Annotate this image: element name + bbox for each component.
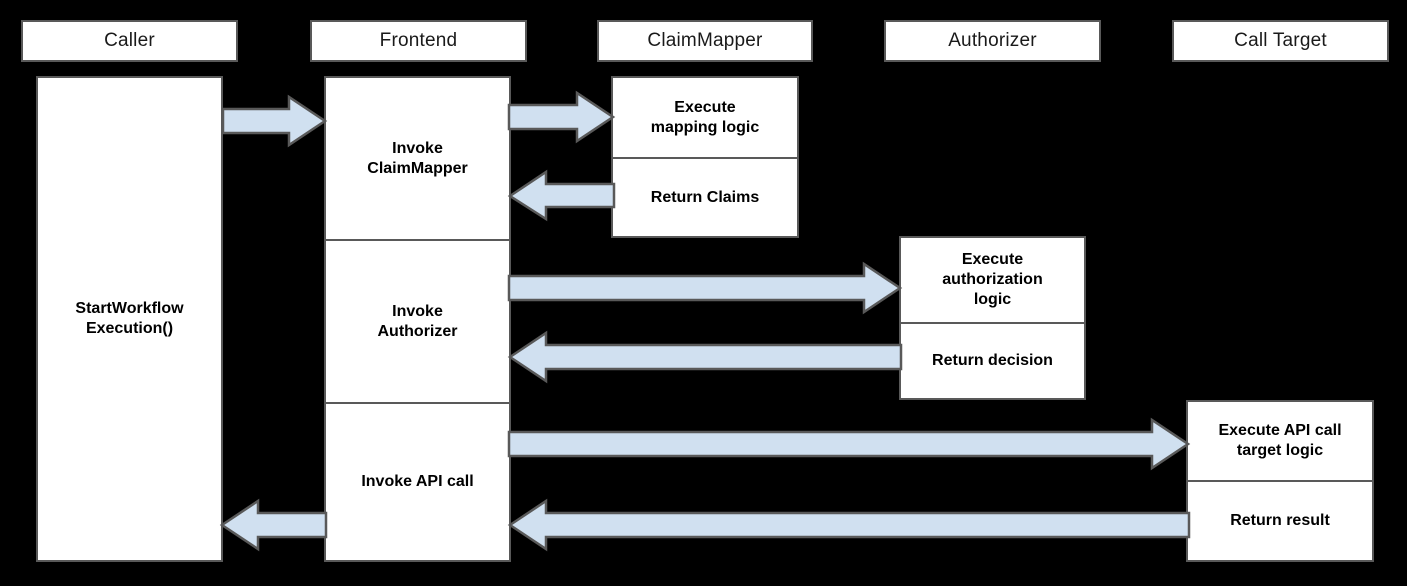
lane-header-claimmapper[interactable]: ClaimMapper [597,20,813,62]
activation-cell-invoke-authorizer: Invoke Authorizer [326,239,509,402]
lane-header-claimmapper-label: ClaimMapper [647,29,763,51]
activation-cell-invoke-claimmapper: Invoke ClaimMapper [326,78,509,239]
activation-claimmapper[interactable]: Execute mapping logic Return Claims [611,76,799,238]
activation-cell-execute-api-call-target-logic: Execute API call target logic [1188,402,1372,480]
lane-header-caller[interactable]: Caller [21,20,238,62]
activation-cell-return-decision: Return decision [901,322,1084,398]
activation-cell-execute-mapping-logic: Execute mapping logic [613,78,797,157]
activation-cell-execute-authorization-logic: Execute authorization logic [901,238,1084,322]
message-arrow-caller-to-frontend[interactable] [221,94,328,148]
message-arrow-claimmapper-to-frontend[interactable] [507,169,616,222]
lane-header-frontend[interactable]: Frontend [310,20,527,62]
activation-calltarget[interactable]: Execute API call target logic Return res… [1186,400,1374,562]
activation-cell-invoke-api-call: Invoke API call [326,402,509,560]
activation-cell-return-claims: Return Claims [613,157,797,236]
lane-header-authorizer[interactable]: Authorizer [884,20,1101,62]
lane-header-calltarget-label: Call Target [1234,29,1327,51]
message-arrow-authorizer-to-frontend[interactable] [507,330,903,384]
message-arrow-frontend-to-caller[interactable] [219,498,328,552]
activation-frontend[interactable]: Invoke ClaimMapper Invoke Authorizer Inv… [324,76,511,562]
message-arrow-frontend-to-claimmapper[interactable] [507,90,616,144]
message-arrow-calltarget-to-frontend[interactable] [507,498,1191,552]
activation-caller[interactable]: StartWorkflow Execution() [36,76,223,562]
lane-header-frontend-label: Frontend [379,29,458,51]
lane-header-authorizer-label: Authorizer [948,29,1037,51]
lane-header-caller-label: Caller [104,29,155,51]
activation-authorizer[interactable]: Execute authorization logic Return decis… [899,236,1086,400]
message-arrow-frontend-to-authorizer[interactable] [507,261,903,315]
activation-cell-start-workflow-execution: StartWorkflow Execution() [38,78,221,560]
activation-cell-return-result: Return result [1188,480,1372,560]
lane-header-calltarget[interactable]: Call Target [1172,20,1389,62]
message-arrow-frontend-to-calltarget[interactable] [507,417,1191,471]
